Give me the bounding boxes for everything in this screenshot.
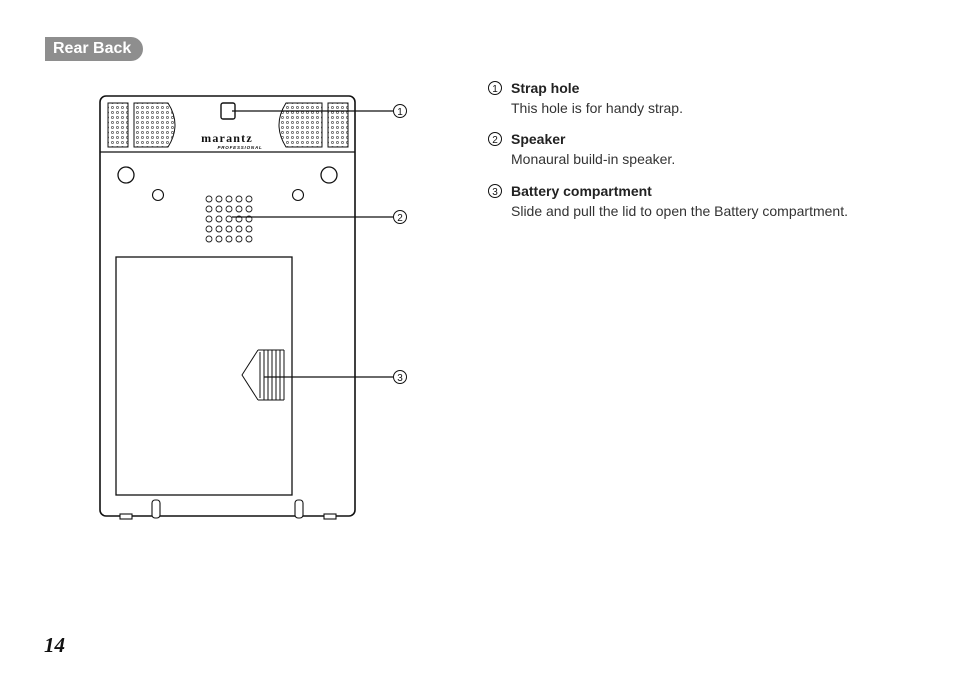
speaker-hole	[235, 225, 243, 233]
callout-title: Speaker	[511, 131, 566, 147]
svg-text:2: 2	[397, 213, 403, 224]
speaker-hole	[205, 225, 213, 233]
svg-text:2: 2	[492, 135, 498, 146]
brand-sublogo: PROFESSIONAL	[217, 145, 262, 150]
speaker-hole	[235, 205, 243, 213]
desc-number-2: 2	[488, 132, 502, 146]
speaker-hole	[235, 195, 243, 203]
screw-hole-right	[320, 166, 338, 184]
callout-title: Battery compartment	[511, 183, 652, 199]
speaker-hole	[225, 195, 233, 203]
callout-item-speaker: Speaker Monaural build-in speaker.	[489, 131, 675, 167]
speaker-hole	[235, 215, 243, 223]
battery-slide-grip	[241, 349, 285, 401]
callout-marker-2: 2	[393, 210, 407, 224]
svg-text:1: 1	[397, 107, 403, 118]
screw-hole-left	[117, 166, 135, 184]
speaker-hole	[205, 195, 213, 203]
speaker-hole	[245, 235, 253, 243]
small-hole-right	[291, 188, 305, 202]
speaker-hole	[205, 235, 213, 243]
left-mic-grille	[107, 102, 129, 148]
speaker-hole	[205, 215, 213, 223]
svg-text:3: 3	[492, 187, 498, 198]
callout-item-battery-compartment: Battery compartment Slide and pull the l…	[489, 183, 848, 219]
callout-description: Monaural build-in speaker.	[511, 151, 676, 167]
speaker-hole	[225, 225, 233, 233]
desc-number-1: 1	[488, 81, 502, 95]
speaker-hole	[215, 195, 223, 203]
right-mic-grille	[327, 102, 349, 148]
page-number: 14	[44, 633, 65, 657]
brand-logo: marantz	[201, 131, 253, 145]
speaker-hole	[205, 205, 213, 213]
speaker-hole	[215, 205, 223, 213]
callout-title: Strap hole	[511, 80, 580, 96]
speaker-hole	[215, 225, 223, 233]
callout-description: Slide and pull the lid to open the Batte…	[511, 203, 848, 219]
battery-lid	[115, 256, 293, 496]
speaker-hole	[245, 195, 253, 203]
callout-marker-3: 3	[393, 370, 407, 384]
speaker-hole	[245, 215, 253, 223]
section-title-tab: Rear Back	[45, 37, 144, 61]
speaker-holes	[205, 195, 253, 243]
speaker-hole	[215, 215, 223, 223]
svg-text:1: 1	[492, 84, 498, 95]
callout-item-strap-hole: Strap hole This hole is for handy strap.	[489, 80, 683, 116]
bottom-feet	[119, 499, 337, 520]
speaker-hole	[225, 215, 233, 223]
speaker-hole	[215, 235, 223, 243]
right-speaker-grille	[278, 102, 323, 148]
speaker-hole	[225, 205, 233, 213]
desc-number-3: 3	[488, 184, 502, 198]
speaker-hole	[245, 225, 253, 233]
left-speaker-grille	[133, 102, 176, 148]
svg-text:3: 3	[397, 373, 403, 384]
callout-description: This hole is for handy strap.	[511, 100, 683, 116]
speaker-hole	[235, 235, 243, 243]
speaker-hole	[225, 235, 233, 243]
small-hole-left	[151, 188, 165, 202]
speaker-hole	[245, 205, 253, 213]
callout-marker-1: 1	[393, 104, 407, 118]
